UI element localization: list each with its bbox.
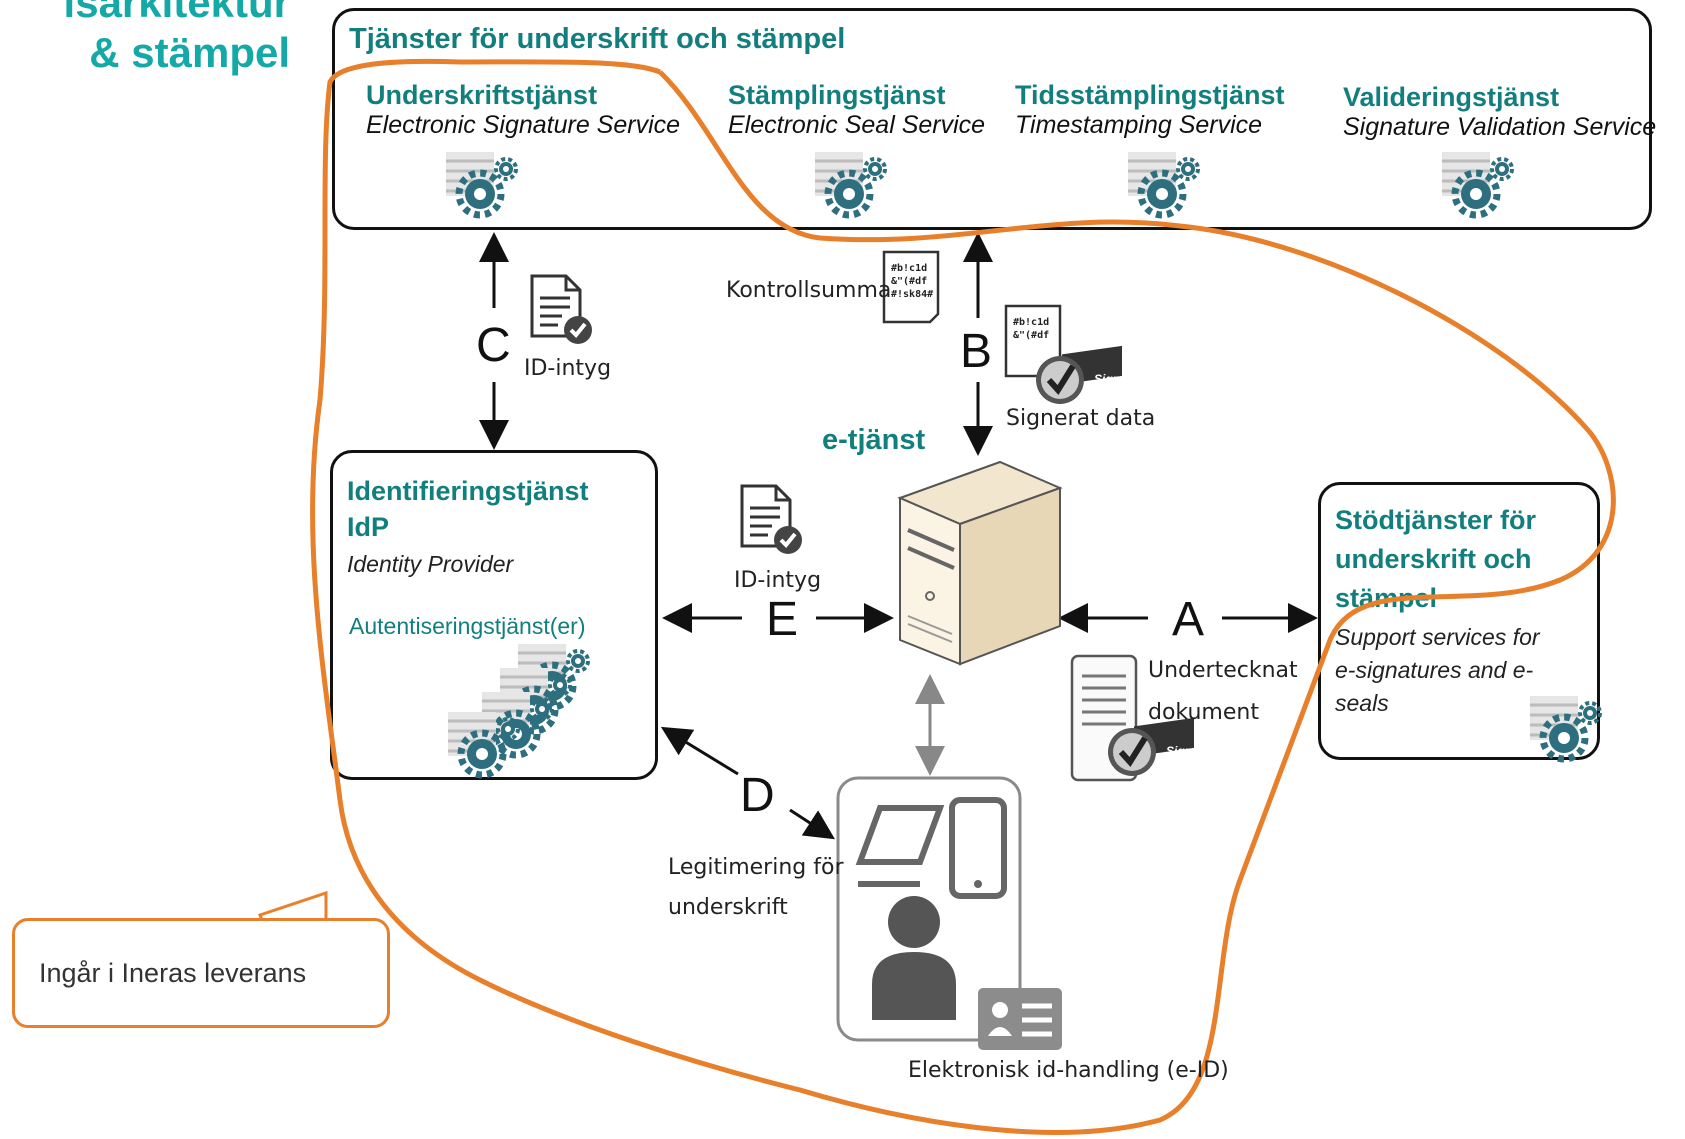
label-signerat-data: Signerat data bbox=[1006, 406, 1156, 431]
checksum-hash-text: #b!c1d &"(#df #!sk84# bbox=[891, 262, 933, 301]
checksum-hash-line3: #!sk84# bbox=[891, 289, 934, 300]
service-validation: Valideringstjänst Signature Validation S… bbox=[1343, 82, 1656, 142]
checksum-hash-line1: #b!c1d bbox=[891, 263, 928, 274]
e-service-label: e-tjänst bbox=[822, 424, 926, 456]
label-undertecknat: Undertecknat dokument bbox=[1148, 650, 1298, 734]
services-box: Tjänster för underskrift och stämpel bbox=[332, 8, 1652, 230]
user-device-icon bbox=[836, 776, 1062, 1050]
signed-document-icon bbox=[1070, 654, 1194, 782]
page-title: isarkitektur & stämpel bbox=[0, 0, 290, 78]
flow-letter-b: B bbox=[960, 325, 993, 378]
flow-letter-d: D bbox=[740, 769, 775, 822]
label-legitimering-line2: underskrift bbox=[668, 895, 788, 920]
support-service-icon bbox=[1530, 696, 1600, 759]
callout-pointer bbox=[258, 890, 328, 921]
flow-letter-a: A bbox=[1166, 596, 1211, 644]
service-signature: Underskriftstjänst Electronic Signature … bbox=[366, 80, 680, 140]
label-eid: Elektronisk id-handling (e-ID) bbox=[908, 1058, 1229, 1083]
seal-service-icon bbox=[815, 152, 885, 215]
label-undertecknat-line2: dokument bbox=[1148, 700, 1259, 725]
service-signature-english: Electronic Signature Service bbox=[366, 111, 681, 139]
timestamp-service-icon bbox=[1128, 152, 1198, 215]
service-timestamp-english: Timestamping Service bbox=[1015, 111, 1263, 139]
label-kontrollsumma: Kontrollsumma bbox=[726, 278, 892, 303]
support-english: Support services for e-signatures and e-… bbox=[1335, 621, 1540, 720]
label-undertecknat-line1: Undertecknat bbox=[1148, 658, 1298, 683]
signed-hash-line1: #b!c1d bbox=[1013, 317, 1050, 328]
signature-service-icon bbox=[446, 152, 516, 215]
service-timestamp: Tidsstämplingstjänst Timestamping Servic… bbox=[1015, 80, 1285, 140]
support-english-line2: e-signatures and e- bbox=[1335, 657, 1534, 683]
label-id-intyg-c: ID-intyg bbox=[524, 356, 612, 381]
service-validation-english: Signature Validation Service bbox=[1343, 113, 1657, 141]
support-english-line3: seals bbox=[1335, 690, 1389, 716]
signed-badge-label: Signed bbox=[1094, 372, 1135, 386]
label-legitimering: Legitimering för underskrift bbox=[668, 848, 844, 928]
support-title: Stödtjänster för underskrift och stämpel bbox=[1335, 501, 1536, 618]
id-intyg-icon-c bbox=[530, 274, 594, 346]
flow-letter-c: C bbox=[470, 322, 517, 370]
service-seal-english: Electronic Seal Service bbox=[728, 111, 986, 139]
idp-subservice: Autentiseringstjänst(er) bbox=[349, 613, 586, 639]
service-seal-name: Stämplingstjänst bbox=[728, 80, 946, 110]
idp-title: Identifieringstjänst IdP bbox=[347, 473, 589, 545]
arrow-d-downright bbox=[789, 808, 836, 840]
idp-title-line1: Identifieringstjänst bbox=[347, 476, 589, 506]
service-validation-name: Valideringstjänst bbox=[1343, 82, 1560, 112]
page-title-line1: isarkitektur bbox=[63, 0, 290, 26]
label-id-intyg-e: ID-intyg bbox=[734, 568, 822, 593]
support-title-line2: underskrift och bbox=[1335, 544, 1532, 574]
signed-hash-line2: &"(#df bbox=[1013, 330, 1050, 341]
validation-service-icon bbox=[1442, 152, 1512, 215]
label-legitimering-line1: Legitimering för bbox=[668, 855, 844, 880]
signed-doc-badge-label: Signed bbox=[1166, 744, 1207, 758]
service-signature-name: Underskriftstjänst bbox=[366, 80, 598, 110]
services-box-title: Tjänster för underskrift och stämpel bbox=[349, 23, 846, 55]
page-title-line2: & stämpel bbox=[89, 29, 290, 76]
checksum-hash-line2: &"(#df bbox=[891, 276, 928, 287]
inera-delivery-outline bbox=[310, 58, 1616, 1135]
support-title-line1: Stödtjänster för bbox=[1335, 505, 1537, 535]
inera-callout-text: Ingår i Ineras leverans bbox=[39, 957, 307, 988]
support-english-line1: Support services for bbox=[1335, 624, 1540, 650]
arrow-d-upleft bbox=[660, 726, 739, 776]
id-intyg-icon-e bbox=[740, 484, 804, 556]
server-icon bbox=[897, 460, 1063, 666]
idp-english: Identity Provider bbox=[347, 551, 514, 577]
service-timestamp-name: Tidsstämplingstjänst bbox=[1015, 80, 1285, 110]
inera-callout: Ingår i Ineras leverans bbox=[12, 918, 390, 1028]
service-seal: Stämplingstjänst Electronic Seal Service bbox=[728, 80, 985, 140]
flow-letter-e: E bbox=[760, 596, 805, 644]
idp-title-line2: IdP bbox=[347, 512, 390, 542]
signed-data-hash-text: #b!c1d &"(#df bbox=[1013, 316, 1049, 342]
